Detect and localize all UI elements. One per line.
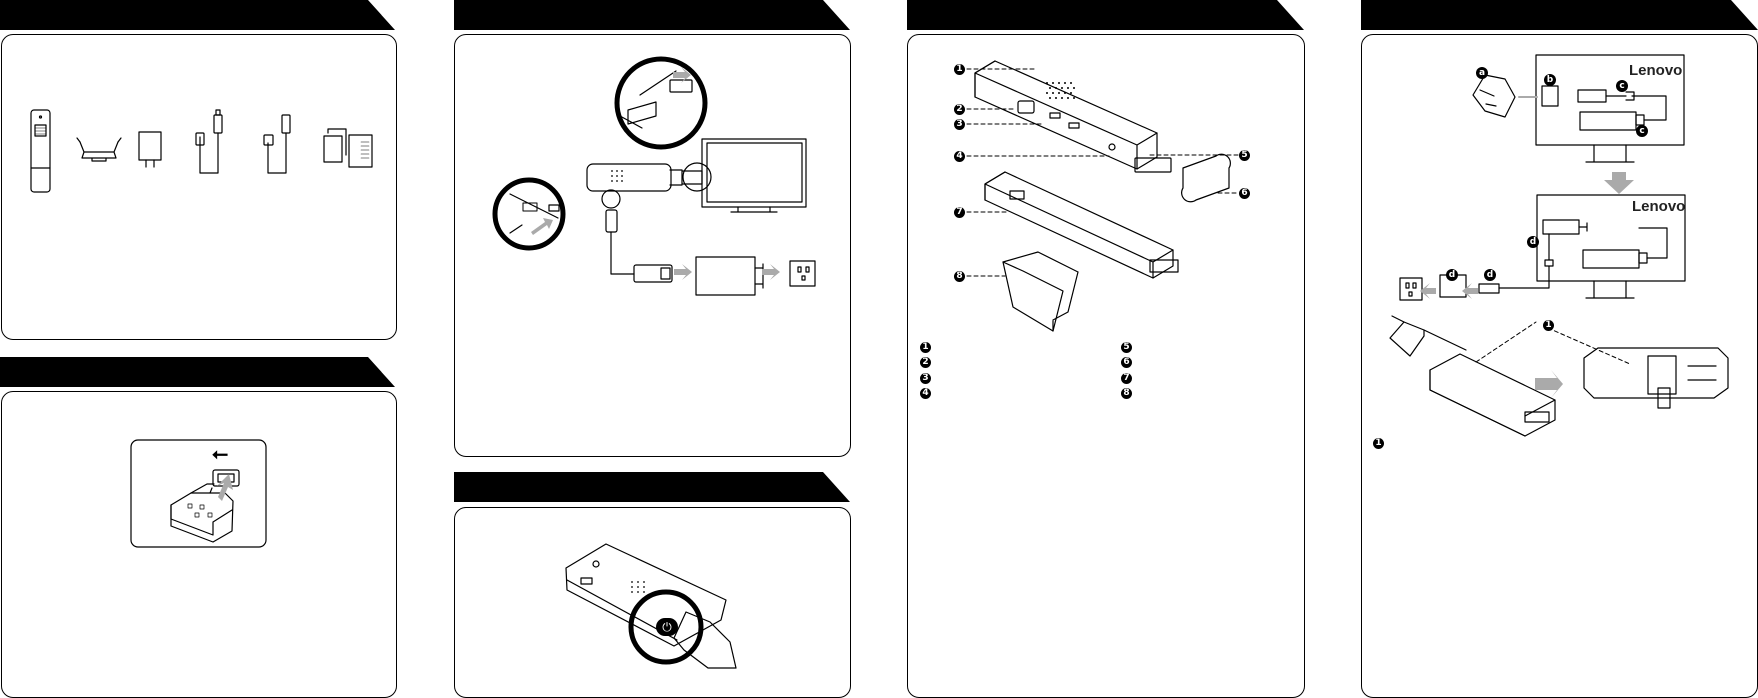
power-on-panel <box>454 507 851 698</box>
right-arrow-icon <box>1535 370 1563 398</box>
section-tab-4 <box>1361 0 1758 30</box>
callout-b: b <box>1544 74 1556 86</box>
callout-c: c <box>1616 80 1628 92</box>
section-tab-3 <box>907 0 1304 30</box>
callout-a: a <box>1476 67 1488 79</box>
lenovo-logo: Lenovo <box>1629 62 1683 79</box>
section-tab-5 <box>0 357 395 387</box>
callout-4: 4 <box>954 151 965 162</box>
package-items <box>30 109 373 193</box>
callout-1: 1 <box>1543 320 1554 331</box>
usb-receiver-illustration <box>130 439 267 548</box>
callout-d: d <box>1484 269 1496 281</box>
power-outlet-icon <box>796 263 797 264</box>
legend-4: 4 <box>920 388 931 399</box>
mounting-diagram <box>1389 54 1729 437</box>
callout-6: 6 <box>1239 188 1250 199</box>
section-tab-1 <box>0 0 395 30</box>
power-stick-dots <box>631 581 645 593</box>
callout-d: d <box>1446 269 1458 281</box>
legend-8: 8 <box>1121 388 1132 399</box>
mounting-leaders <box>1475 321 1631 365</box>
connect-diagram <box>492 56 816 296</box>
overview-leaders <box>966 68 1239 277</box>
section-tab-6 <box>454 472 850 502</box>
flow-arrows <box>217 67 1478 501</box>
callout-2: 2 <box>954 104 965 115</box>
package-contents-panel <box>1 34 397 340</box>
legend-7: 7 <box>1121 373 1132 384</box>
callout-8: 8 <box>954 271 965 282</box>
usb-icon: ⭠ <box>212 443 228 465</box>
legend-2: 2 <box>920 357 931 368</box>
section-tab-2 <box>454 0 850 30</box>
legend-5: 5 <box>1121 342 1132 353</box>
usb-receiver-panel <box>1 391 397 698</box>
callout-d: d <box>1527 236 1539 248</box>
legend-6: 6 <box>1121 357 1132 368</box>
legend-3: 3 <box>920 373 931 384</box>
power-on-illustration <box>565 543 737 669</box>
device-overview <box>974 60 1231 332</box>
power-icon: ⏻ <box>656 618 678 636</box>
lenovo-logo: Lenovo <box>1632 198 1686 215</box>
legend-1: 1 <box>1373 438 1384 449</box>
callout-1: 1 <box>954 64 965 75</box>
vent-dots-top <box>1046 82 1075 99</box>
legend-1: 1 <box>920 342 931 353</box>
callout-7: 7 <box>954 207 965 218</box>
callout-3: 3 <box>954 119 965 130</box>
stick-vent-dots <box>611 170 623 182</box>
overview-panel <box>907 34 1305 698</box>
callout-5: 5 <box>1239 150 1250 161</box>
callout-c: c <box>1636 125 1648 137</box>
down-arrow-icon <box>1604 172 1634 194</box>
